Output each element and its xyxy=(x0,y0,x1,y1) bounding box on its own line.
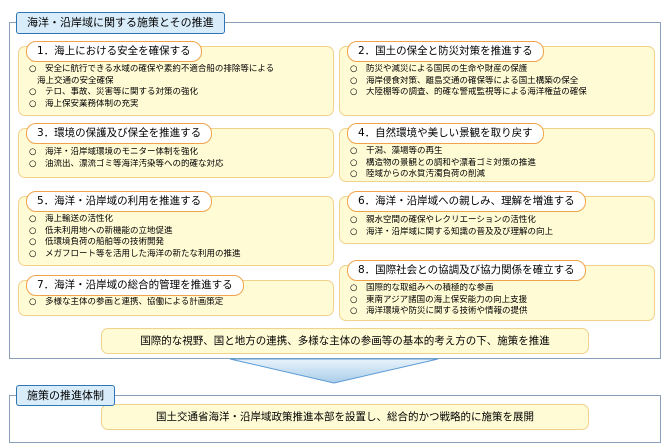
policy-heading-8: 8．国際社会との協調及び協力関係を確立する xyxy=(347,260,586,281)
policy-heading-2: 2．国土の保全と防災対策を推進する xyxy=(347,41,544,62)
diagram-title: 海洋・沿岸域に関する施策とその推進 xyxy=(16,12,225,34)
policy-item: ○メガフロート等を活用した海洋の新たな利用の推進 xyxy=(29,248,241,259)
policy-item: ○海洋環境や防災に関する技術や情報の提供 xyxy=(350,306,528,316)
policy-card-2: 2．国土の保全と防災対策を推進する ○防災や減災による国民の生命や財産の保護 ○… xyxy=(339,41,655,116)
policy-heading-4: 4．自然環境や美しい景観を取り戻す xyxy=(347,123,544,144)
summary-bar: 国際的な視野、国と地方の連携、多様な主体の参画等の基本的考え方の下、施策を推進 xyxy=(101,328,589,354)
policy-item: ○低環境負荷の船舶等の技術開発 xyxy=(29,237,165,247)
policy-item: ○油流出、漂流ゴミ等海洋汚染等への的確な対応 xyxy=(29,158,224,169)
policy-item: ○海洋・沿岸域に関する知識の普及及び理解の向上 xyxy=(350,226,554,237)
policy-card-1: 1．海上における安全を確保する ○安全に航行できる水域の確保や素約不適合船の排除… xyxy=(18,41,334,116)
promotion-heading: 施策の推進体制 xyxy=(16,385,115,406)
policy-card-5: 5．海洋・沿岸域の利用を推進する ○海上輸送の活性化 ○低未利用地への新機能の立… xyxy=(18,191,334,266)
policy-card-4: 4．自然環境や美しい景観を取り戻す ○干潟、藻場等の再生 ○構造物の景観との調和… xyxy=(339,123,655,182)
policy-heading-3: 3．環境の保護及び保全を推進する xyxy=(26,123,213,144)
policy-item: ○安全に航行できる水域の確保や素約不適合船の排除等による xyxy=(29,64,275,74)
policy-item: ○大陸棚等の調査、的確な警戒監視等による海洋権益の確保 xyxy=(350,87,587,97)
policy-card-8: 8．国際社会との協調及び協力関係を確立する ○国際的な取組みへの積極的な参画 ○… xyxy=(339,260,655,321)
policy-item: ○テロ、事故、災害等に関する対策の強化 xyxy=(29,87,199,97)
policy-item: ○干潟、藻場等の再生 xyxy=(350,146,443,156)
policy-item: ○親水空間の確保やレクリエーションの活性化 xyxy=(350,215,536,225)
policy-heading-1: 1．海上における安全を確保する xyxy=(26,41,202,62)
policy-item: ○海洋・沿岸域環境のモニター体制を強化 xyxy=(29,147,199,157)
policy-item: ○多様な主体の参画と連携、協働による計画策定 xyxy=(29,297,224,307)
policy-item: ○陸域からの水質汚濁負荷の削減 xyxy=(350,169,486,179)
policy-card-6: 6．海洋・沿岸域への親しみ、理解を増進する ○親水空間の確保やレクリエーションの… xyxy=(339,191,655,244)
down-arrow-icon xyxy=(229,358,439,384)
policy-item: ○国際的な取組みへの積極的な参画 xyxy=(350,283,494,293)
policy-heading-7: 7．海洋・沿岸域の総合的管理を推進する xyxy=(26,275,244,296)
policy-item: ○海上保安業務体制の充実 xyxy=(29,98,139,109)
policy-heading-6: 6．海洋・沿岸域への親しみ、理解を増進する xyxy=(347,191,586,212)
policy-item: ○構造物の景観との調和や漂着ゴミ対策の推進 xyxy=(350,157,536,168)
policy-item: ○東南アジア諸国の海上保安能力の向上支援 xyxy=(350,294,528,305)
policy-item: 海上交通の安全確保 xyxy=(37,75,114,86)
policy-card-7: 7．海洋・沿岸域の総合的管理を推進する ○多様な主体の参画と連携、協働による計画… xyxy=(18,275,334,316)
policy-card-3: 3．環境の保護及び保全を推進する ○海洋・沿岸域環境のモニター体制を強化 ○油流… xyxy=(18,123,334,178)
policy-item: ○海上輸送の活性化 xyxy=(29,214,114,224)
policy-item: ○海岸侵食対策、離島交通の確保等による国土構築の保全 xyxy=(350,75,579,86)
promotion-text: 国土交通省海洋・沿岸域政策推進本部を設置し、総合的かつ戦略的に施策を展開 xyxy=(101,404,589,430)
policy-item: ○防災や減災による国民の生命や財産の保護 xyxy=(350,64,528,74)
policy-heading-5: 5．海洋・沿岸域の利用を推進する xyxy=(26,191,213,212)
policy-item: ○低未利用地への新機能の立地促進 xyxy=(29,225,173,236)
